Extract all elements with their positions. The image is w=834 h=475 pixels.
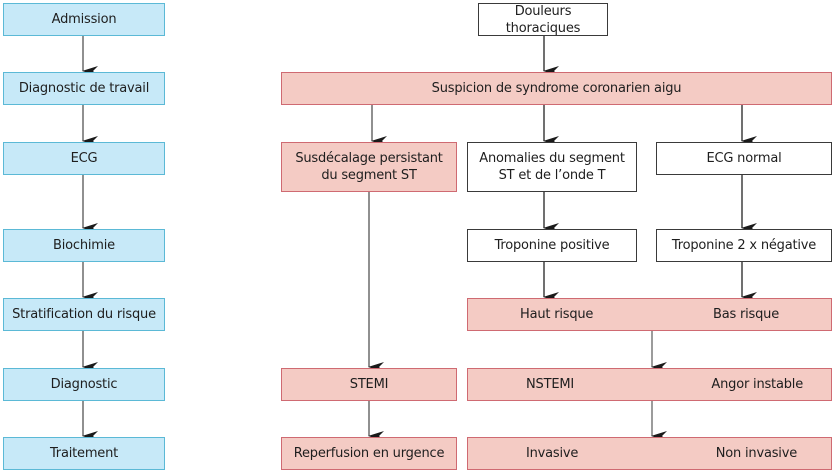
- node-suspicion-sca: Suspicion de syndrome coronarien aigu: [281, 72, 832, 105]
- step-diagnostic: Diagnostic: [3, 368, 165, 401]
- step-stratification: Stratification du risque: [3, 298, 165, 331]
- node-douleurs-thoraciques: Douleurs thoraciques: [478, 3, 608, 36]
- node-reperfusion-urgence: Reperfusion en urgence: [281, 437, 457, 470]
- step-admission: Admission: [3, 3, 165, 36]
- label-non-invasive: Non invasive: [715, 446, 797, 461]
- node-troponine-negative: Troponine 2 x négative: [656, 229, 832, 262]
- label-nstemi: NSTEMI: [526, 377, 574, 392]
- node-susdecalage-st: Susdécalage persistant du segment ST: [281, 142, 457, 192]
- step-diagnostic-de-travail: Diagnostic de travail: [3, 72, 165, 105]
- node-ecg-normal: ECG normal: [656, 142, 832, 175]
- node-risk: Haut risque Bas risque: [467, 298, 832, 331]
- step-ecg: ECG: [3, 142, 165, 175]
- node-nstemi-angor: NSTEMI Angor instable: [467, 368, 832, 401]
- label-bas-risque: Bas risque: [712, 307, 779, 322]
- node-anomalies-st-t: Anomalies du segment ST et de l’onde T: [467, 142, 637, 192]
- step-biochimie: Biochimie: [3, 229, 165, 262]
- node-treatment-strategy: Invasive Non invasive: [467, 437, 832, 470]
- label-invasive: Invasive: [526, 446, 579, 461]
- step-traitement: Traitement: [3, 437, 165, 470]
- label-angor-instable: Angor instable: [711, 377, 803, 392]
- node-troponine-positive: Troponine positive: [467, 229, 637, 262]
- node-stemi: STEMI: [281, 368, 457, 401]
- label-haut-risque: Haut risque: [520, 307, 594, 322]
